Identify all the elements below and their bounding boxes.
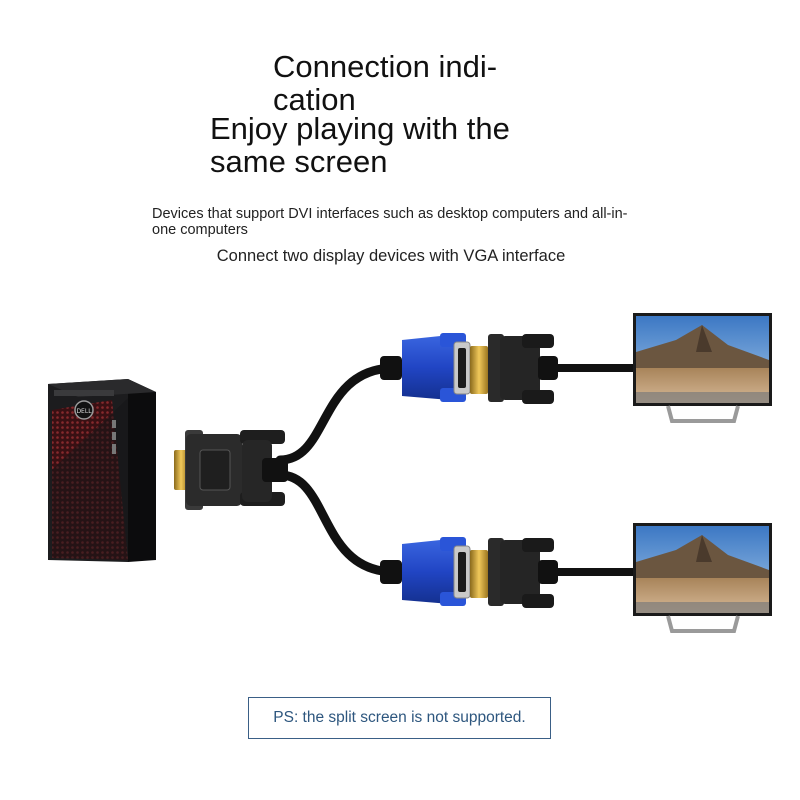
splitter-cables — [275, 363, 638, 577]
subheading-vga: Connect two display devices with VGA int… — [216, 247, 566, 265]
monitor-top-icon — [633, 313, 772, 423]
dell-logo: DELL — [76, 408, 92, 415]
vga-male-connector-bottom-icon — [470, 538, 558, 608]
monitor-bottom-icon — [633, 523, 772, 633]
vga-connector-bottom-icon — [380, 537, 471, 606]
vga-connector-top-icon — [380, 333, 471, 402]
vga-male-connector-top-icon — [470, 334, 558, 404]
heading-enjoy-same-screen: Enjoy playing with the same screen — [210, 111, 510, 179]
heading-connection-indication: Connection indi- cation — [273, 49, 498, 117]
desktop-computer-icon: DELL — [48, 379, 156, 562]
dvi-connector-icon — [174, 430, 288, 510]
note-text: PS: the split screen is not supported. — [273, 709, 526, 726]
split-screen-note: PS: the split screen is not supported. — [248, 697, 551, 739]
description-text: Devices that support DVI interfaces such… — [152, 206, 628, 238]
